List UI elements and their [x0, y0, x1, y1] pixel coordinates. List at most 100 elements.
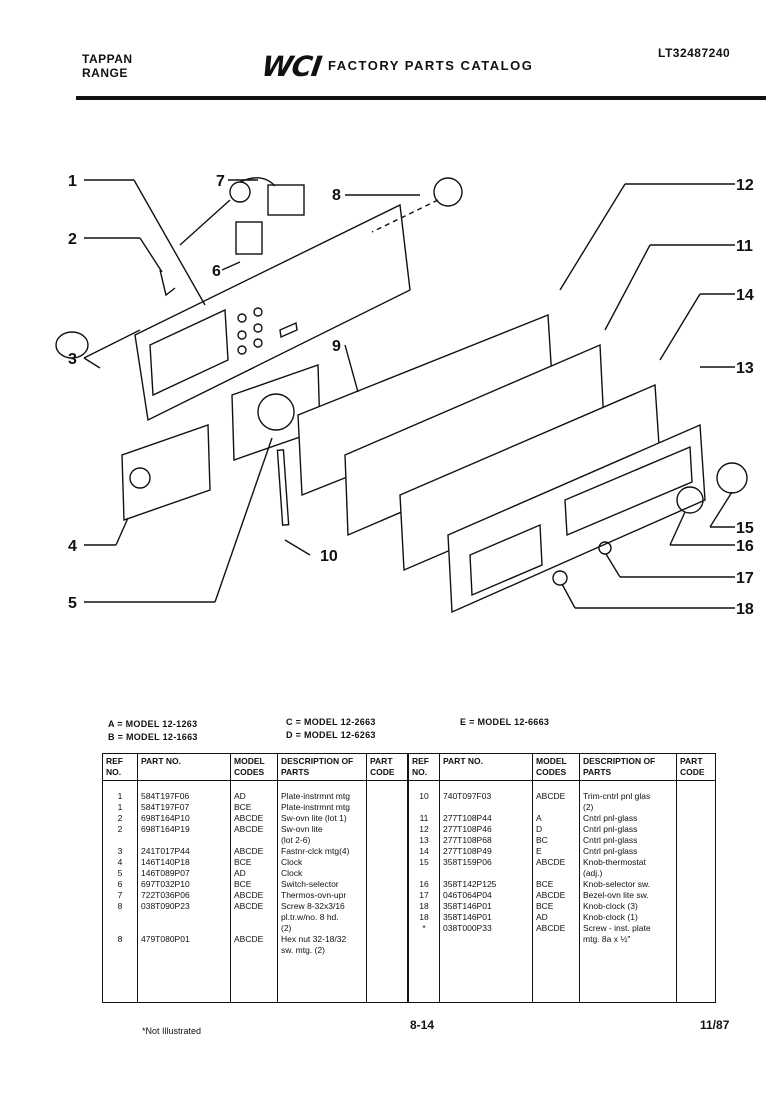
table-cell: 358T146P01: [439, 912, 533, 923]
table-cell: [407, 868, 440, 879]
table-cell: [137, 912, 231, 923]
table-cell: [676, 923, 716, 934]
table-cell: [137, 835, 231, 846]
table-cell: 146T140P18: [137, 857, 231, 868]
table-cell: 18: [407, 912, 440, 923]
table-cell: 038T090P23: [137, 901, 231, 912]
table-cell: 1: [102, 780, 138, 802]
table-cell: [366, 802, 408, 813]
header-rule: [76, 96, 766, 100]
table-cell: 698T164P19: [137, 824, 231, 835]
table-cell: [366, 780, 408, 802]
table-cell: BCE: [230, 802, 278, 813]
table-cell: Switch-selector: [277, 879, 367, 890]
table-cell: [366, 923, 408, 934]
table-cell: [366, 912, 408, 923]
table-cell: [366, 868, 408, 879]
table-cell: [532, 802, 580, 813]
table-cell: *: [407, 923, 440, 934]
table-cell: 241T017P44: [137, 846, 231, 857]
table-cell: Cntrl pnl-glass: [579, 846, 677, 857]
table-cell: sw. mtg. (2): [277, 945, 367, 956]
table-cell: [407, 945, 440, 956]
table-cell: ABCDE: [230, 824, 278, 835]
table-cell: 698T164P10: [137, 813, 231, 824]
table-cell: AD: [532, 912, 580, 923]
table-cell: 038T000P33: [439, 923, 533, 934]
model-c: C = MODEL 12-2663: [286, 717, 376, 727]
knob-clock: [552, 570, 568, 586]
table-cell: (2): [277, 923, 367, 934]
table-cell: 8: [102, 901, 138, 912]
table-cell: [407, 934, 440, 945]
table-cell: 17: [407, 890, 440, 901]
callout-2: 2: [68, 231, 77, 248]
knob-selector: [676, 486, 704, 514]
table-cell: [102, 923, 138, 934]
table-cell: 3: [102, 846, 138, 857]
table-cell: [676, 780, 716, 802]
table-cell: Clock: [277, 868, 367, 879]
table-cell: [439, 802, 533, 813]
table-cell: 479T080P01: [137, 934, 231, 945]
table-cell: ABCDE: [532, 780, 580, 802]
callout-18: 18: [736, 601, 754, 618]
callout-6: 6: [212, 263, 221, 280]
table-cell: 4: [102, 857, 138, 868]
table-cell: ABCDE: [532, 857, 580, 868]
table-cell: Hex nut 32-18/32: [277, 934, 367, 945]
table-cell: Clock: [277, 857, 367, 868]
table-cell: (lot 2-6): [277, 835, 367, 846]
table-cell: (adj.): [579, 868, 677, 879]
table-row-spacer: [102, 956, 716, 1003]
table-cell: 277T108P46: [439, 824, 533, 835]
footer-note: *Not Illustrated: [142, 1026, 202, 1036]
table-cell: [102, 835, 138, 846]
table-cell: [676, 846, 716, 857]
brand-line2: RANGE: [82, 66, 128, 80]
table-cell: [230, 835, 278, 846]
model-b: B = MODEL 12-1663: [108, 732, 198, 742]
table-cell: BC: [532, 835, 580, 846]
callout-12: 12: [736, 177, 754, 194]
table-cell: ABCDE: [230, 813, 278, 824]
table-cell: [137, 945, 231, 956]
table-cell: 358T142P125: [439, 879, 533, 890]
table-cell: [366, 835, 408, 846]
callout-4: 4: [68, 538, 77, 555]
table-cell: 740T097F03: [439, 780, 533, 802]
table-cell: [366, 846, 408, 857]
parts-table: REF NO. PART NO. MODEL CODES DESCRIPTION…: [102, 753, 716, 1003]
callout-1: 1: [68, 173, 77, 190]
table-cell: 358T159P06: [439, 857, 533, 868]
table-cell: [676, 934, 716, 945]
col-part-no: PART NO.: [137, 753, 231, 781]
table-cell: AD: [230, 868, 278, 879]
exploded-parts-diagram: 1 2 3 4 5 6 7 8 9 10 11 12 13 14 15 16 1…: [55, 173, 754, 618]
table-cell: [102, 912, 138, 923]
table-cell: BCE: [230, 879, 278, 890]
table-cell: [676, 802, 716, 813]
table-cell: Screw - inst. plate: [579, 923, 677, 934]
callout-7: 7: [216, 173, 225, 190]
table-cell: [676, 824, 716, 835]
table-cell: [439, 868, 533, 879]
table-cell: [366, 879, 408, 890]
table-cell: [676, 813, 716, 824]
table-cell: BCE: [230, 857, 278, 868]
page-number: 8-14: [410, 1018, 435, 1032]
table-cell: Bezel-ovn lite sw.: [579, 890, 677, 901]
col-ref-no-2: REF NO.: [407, 753, 440, 781]
table-cell: ABCDE: [230, 890, 278, 901]
table-cell: ABCDE: [230, 901, 278, 912]
table-cell: mtg. 8a x ½": [579, 934, 677, 945]
